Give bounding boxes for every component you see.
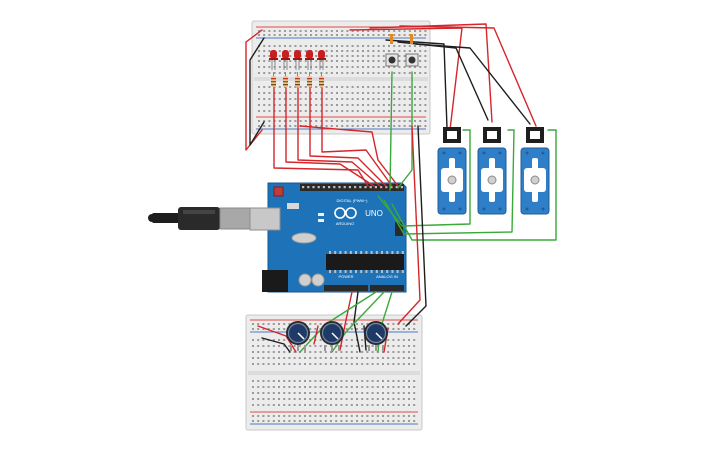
- reset-button[interactable]: [273, 186, 284, 197]
- wire-pot-black-1: [261, 337, 291, 353]
- led-icon: [269, 50, 278, 70]
- wire-red-loop: [299, 125, 399, 187]
- wire-servo-black-3: [415, 43, 531, 125]
- board-model: UNO: [365, 209, 383, 218]
- servo-motor-icon: [520, 127, 550, 215]
- pushbutton-icon[interactable]: [385, 53, 399, 67]
- wire-pot-green-2: [331, 291, 385, 353]
- led-icon: [305, 50, 314, 70]
- wire-rail-black-down: [405, 125, 427, 327]
- resistor-icon: [283, 72, 288, 92]
- top-breadboard: [251, 20, 431, 135]
- wire-pot-black-2: [363, 325, 367, 351]
- pushbutton-group: [385, 34, 419, 67]
- servo-motor-icon: [477, 127, 507, 215]
- arduino-logo-icon: [334, 207, 357, 219]
- wire-led-4: [309, 87, 387, 187]
- wire-left-rail-red: [245, 29, 263, 151]
- wire-button-green-1: [389, 71, 393, 191]
- wire-pot-red-1: [257, 325, 297, 353]
- usb-port: [249, 207, 281, 231]
- wire-led-1: [273, 87, 369, 187]
- wire-led-2: [285, 87, 375, 187]
- wire-servo-signal-2: [383, 129, 515, 235]
- rotary-potentiometer-icon[interactable]: [320, 321, 344, 351]
- potentiometer-group: [286, 321, 388, 351]
- wire-servo-black-1: [385, 39, 448, 129]
- resistor-icon: [307, 72, 312, 92]
- chip-legs: [329, 251, 404, 273]
- rotary-potentiometer-icon[interactable]: [364, 321, 388, 351]
- wire-servo-signal-3: [391, 129, 557, 241]
- arduino-uno-board: DIGITAL (PWM~) UNO ARDUINO POWER ANALOG …: [249, 182, 407, 293]
- top-breadboard-holes: [258, 30, 427, 127]
- wire-button-green-2: [397, 71, 413, 189]
- led-icon: [317, 50, 326, 70]
- led-icon: [281, 50, 290, 70]
- resistor-icon: [271, 72, 276, 92]
- power-header: [324, 285, 368, 291]
- wire-5v-red: [339, 291, 353, 351]
- atmega-chip: [326, 254, 404, 270]
- wire-servo-red-3: [399, 25, 537, 127]
- pushbutton-icon[interactable]: [405, 53, 419, 67]
- wire-gnd-black: [353, 291, 361, 353]
- wire-left-rail-black: [249, 37, 265, 146]
- led-array: [269, 50, 326, 92]
- servo-group: [437, 127, 550, 215]
- board-brand: ARDUINO: [336, 221, 354, 226]
- power-label: POWER: [338, 274, 353, 279]
- digital-header: [300, 184, 404, 191]
- analog-label: ANALOG IN: [376, 274, 398, 279]
- led-icon: [293, 50, 302, 70]
- resistor-icon: [319, 72, 324, 92]
- digital-label: DIGITAL (PWM~): [337, 198, 369, 203]
- analog-header: [370, 285, 404, 291]
- usb-cable-icon: [148, 207, 251, 230]
- wire-led-3: [297, 87, 381, 187]
- servo-motor-icon: [437, 127, 467, 215]
- wire-led-5: [321, 87, 393, 187]
- digital-pins: [302, 186, 403, 189]
- resistor-icon: [295, 72, 300, 92]
- dc-barrel-jack-icon: [262, 270, 288, 292]
- wire-rail-red-down: [397, 125, 421, 325]
- wire-pot-red-2: [313, 325, 319, 345]
- rotary-potentiometer-icon[interactable]: [286, 321, 310, 351]
